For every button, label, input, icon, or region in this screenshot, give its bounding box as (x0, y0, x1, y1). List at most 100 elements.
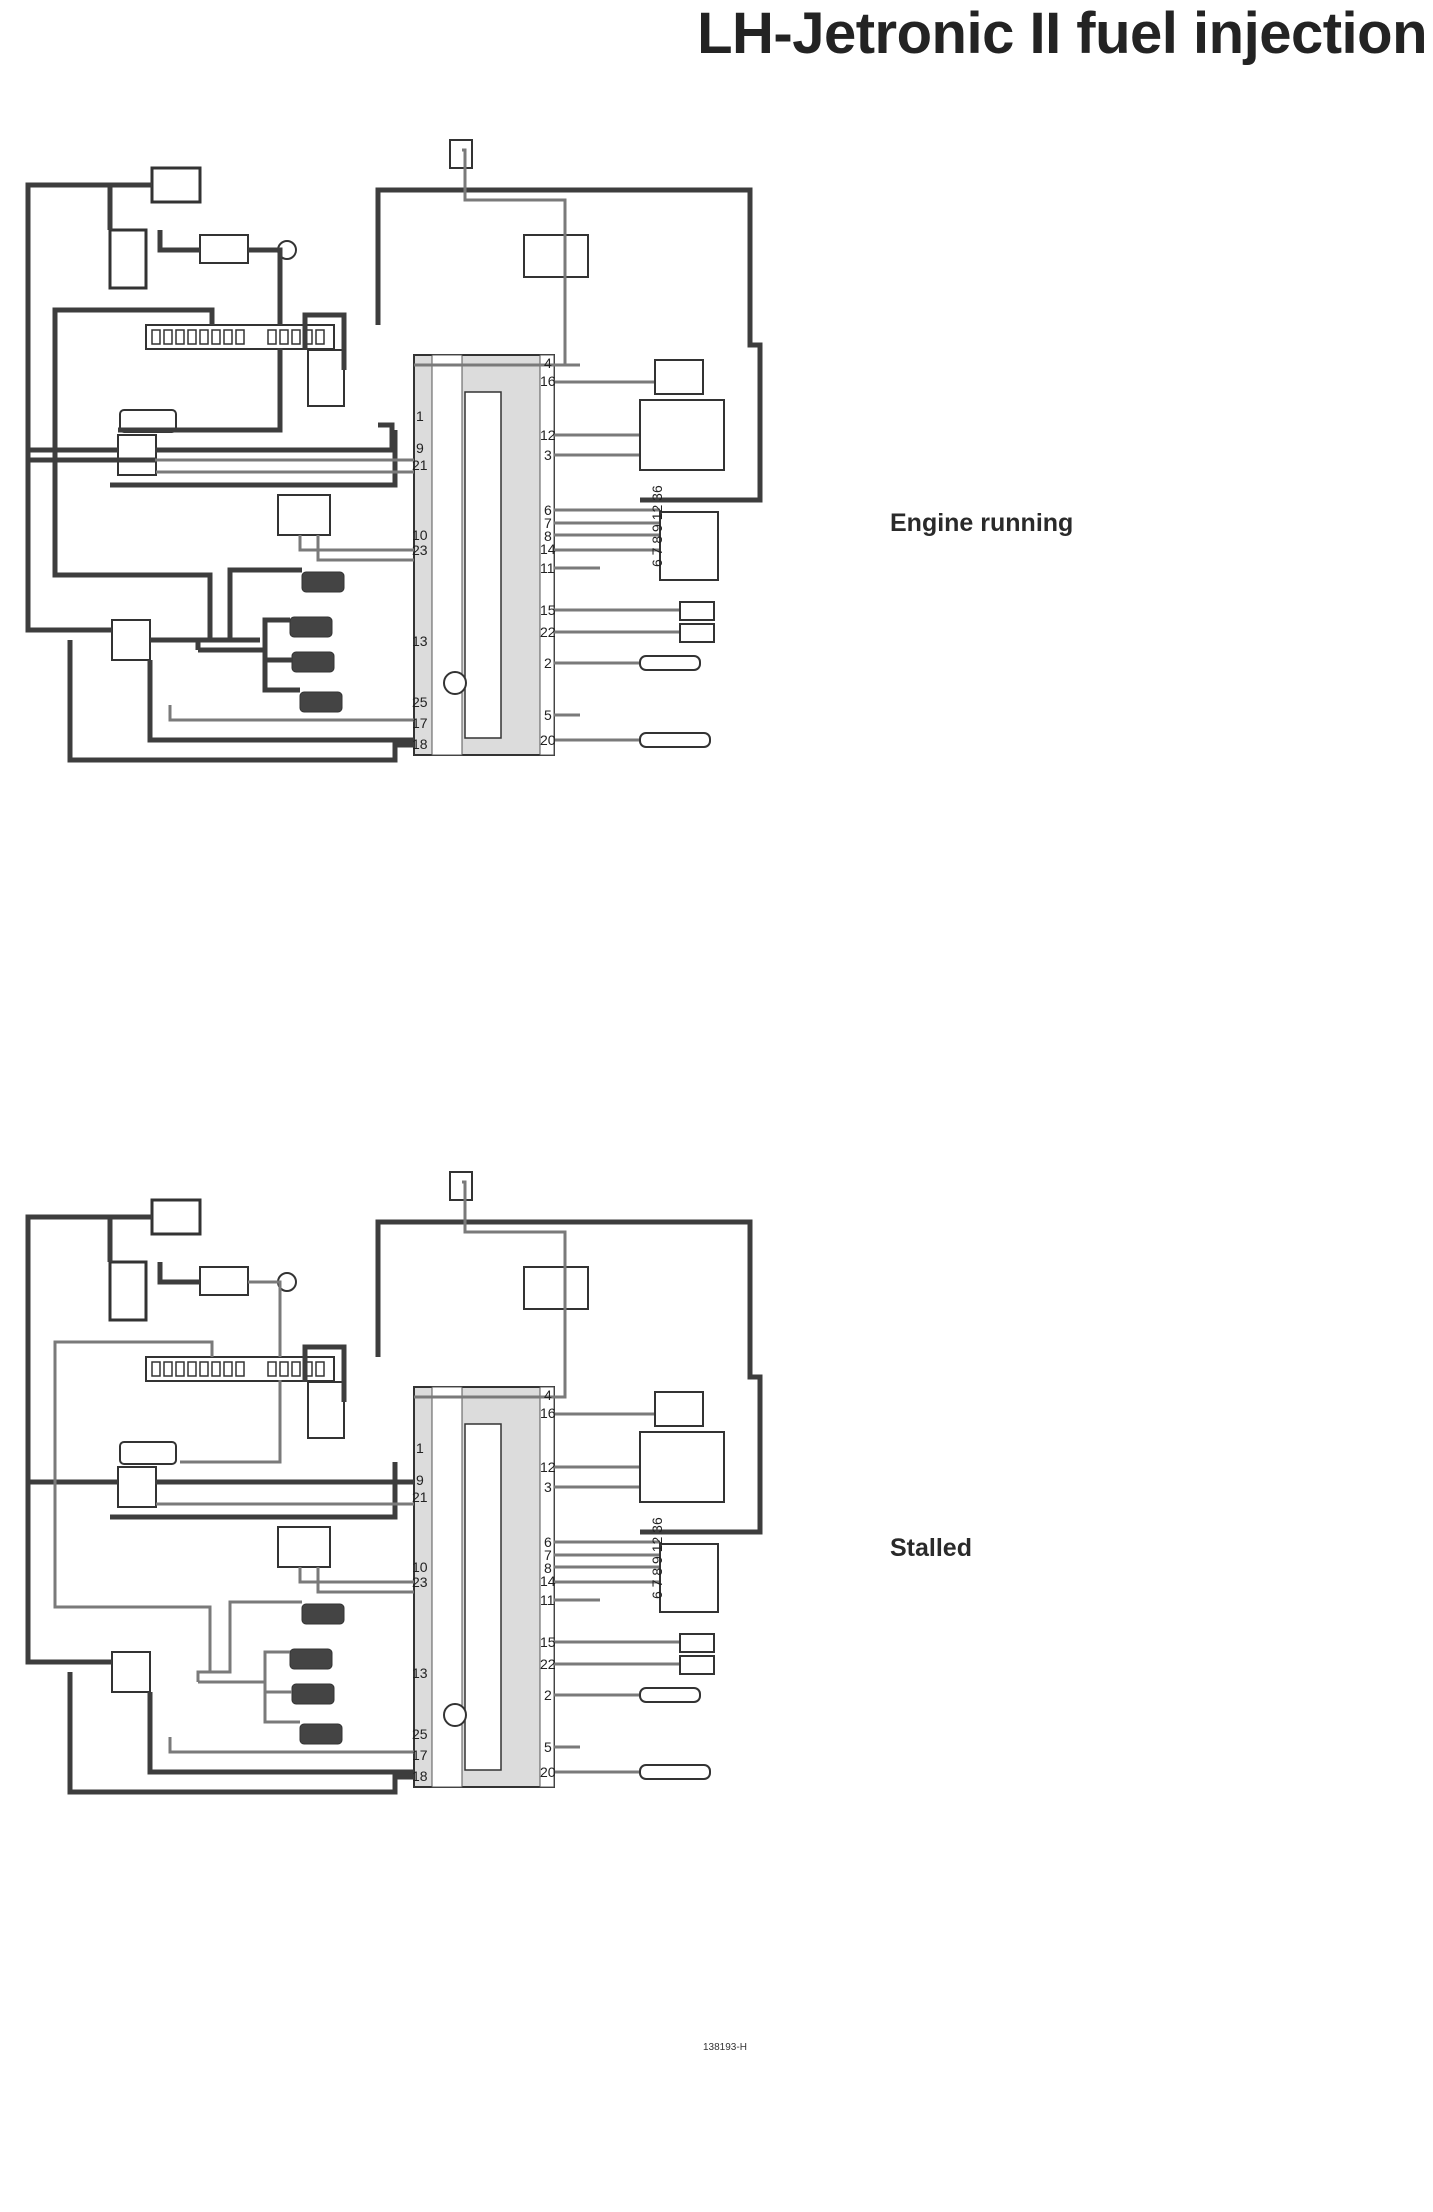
ecu-inner-right (539, 1386, 555, 1788)
injectors (289, 571, 345, 713)
pin-label: 9 (416, 1472, 424, 1488)
pin-label: 4 (544, 1387, 552, 1403)
pin-label: 14 (540, 1573, 556, 1589)
pin-label: 1 (416, 408, 424, 424)
pin-label: 2 (544, 655, 552, 671)
wiring-diagram-stalled: 6 7 8 9 12 36 1 9 21 10 23 13 25 17 18 4… (25, 1171, 763, 1795)
pin-label: 20 (540, 732, 556, 748)
speed-plug (679, 1655, 715, 1675)
system-relay (117, 434, 157, 476)
signal-wires (155, 148, 700, 742)
idle-valve (523, 1266, 589, 1310)
ignition-switch (150, 166, 202, 204)
diagram-body: 6 7 8 9 12 36 1 9 21 10 23 13 25 17 18 4… (25, 139, 763, 763)
pin-label: 12 (540, 427, 556, 443)
fuel-pump-relay (111, 619, 151, 661)
ignition-switch (150, 1198, 202, 1236)
pin-label: 4 (544, 355, 552, 371)
battery (108, 228, 148, 290)
fuse-row (151, 329, 325, 345)
ecu-inner-left (431, 1386, 463, 1788)
output-transistor (443, 1703, 467, 1727)
pin-label: 23 (412, 1574, 428, 1590)
ignition-coil (307, 349, 345, 407)
coolant-sensor (654, 1391, 704, 1427)
ecu-processor (464, 391, 502, 739)
tachometer-plug (679, 601, 715, 621)
temperature-sensor (639, 1687, 701, 1703)
pin-label: 23 (412, 542, 428, 558)
temperature-sensor (639, 655, 701, 671)
pin-label: 14 (540, 541, 556, 557)
fuel-wires (25, 182, 763, 763)
pin-label: 11 (540, 560, 555, 576)
pin-label: 18 (412, 1768, 428, 1784)
ignition-coil-relay (199, 1266, 249, 1296)
ecu-processor (464, 1423, 502, 1771)
pin-label: 3 (544, 1479, 552, 1495)
pin-label: 10 (412, 1559, 428, 1575)
pin-label: 25 (412, 694, 428, 710)
pin-label: 1 (416, 1440, 424, 1456)
coolant-sensor (654, 359, 704, 395)
pin-label: 16 (540, 373, 556, 389)
ignition-coil (307, 1381, 345, 1439)
pin-label: 8 (544, 1560, 552, 1576)
air-flow-meter (277, 494, 331, 536)
battery (108, 1260, 148, 1322)
pin-label: 5 (544, 707, 552, 723)
ignition-coil-relay (199, 234, 249, 264)
diagnostic-connector (659, 1543, 719, 1613)
pin-label: 3 (544, 447, 552, 463)
pin-label: 9 (416, 440, 424, 456)
air-mass-sensor-plug (449, 1171, 473, 1201)
lambda-sensor (639, 1764, 711, 1780)
throttle-switch (639, 1431, 725, 1503)
pin-label: 5 (544, 1739, 552, 1755)
air-mass-sensor-plug (449, 139, 473, 169)
pin-label: 22 (540, 1656, 556, 1672)
pin-label: 18 (412, 736, 428, 752)
ecu-pin-labels-right: 4 16 12 3 6 7 8 14 11 15 22 2 5 20 (540, 1387, 556, 1780)
injectors (289, 1603, 345, 1745)
pin-label: 13 (412, 1665, 428, 1681)
speed-plug (679, 623, 715, 643)
throttle-switch (639, 399, 725, 471)
pin-label: 6 (544, 502, 552, 518)
fuel-wires (25, 1214, 763, 1795)
ecu-pin-labels-right: 4 16 12 3 6 7 8 14 11 15 22 2 5 20 (540, 355, 556, 748)
pin-label: 11 (540, 1592, 555, 1608)
pin-label: 21 (412, 457, 428, 473)
pin-label: 7 (544, 1547, 552, 1563)
wiring-diagram-engine-running: 6 7 8 9 12 36 1 9 21 10 23 13 25 17 18 4… (25, 139, 763, 763)
system-relay (117, 1466, 157, 1508)
output-transistor (443, 671, 467, 695)
document-code: 138193-H (703, 2042, 747, 2053)
state-label-stalled: Stalled (890, 1534, 972, 1562)
fuse-row (151, 1361, 325, 1377)
page-title: LH-Jetronic II fuel injection (697, 1, 1427, 66)
diagram-body: 6 7 8 9 12 36 1 9 21 10 23 13 25 17 18 4… (25, 1171, 763, 1795)
ecu-inner-right (539, 354, 555, 756)
pin-label: 17 (412, 1747, 428, 1763)
signal-wires (53, 1180, 700, 1774)
diagnostic-connector (659, 511, 719, 581)
fuel-pump-relay (111, 1651, 151, 1693)
pin-label: 16 (540, 1405, 556, 1421)
diagnostic-connector-pins: 6 7 8 9 12 36 (649, 1517, 665, 1599)
pin-label: 2 (544, 1687, 552, 1703)
pin-label: 15 (540, 1634, 556, 1650)
lambda-sensor (639, 732, 711, 748)
fuel-pump (119, 1441, 177, 1465)
ecu-pin-labels-left: 1 9 21 10 23 13 25 17 18 (412, 1440, 428, 1784)
diagnostic-connector-pins: 6 7 8 9 12 36 (649, 485, 665, 567)
pin-label: 15 (540, 602, 556, 618)
pin-label: 22 (540, 624, 556, 640)
pin-label: 8 (544, 528, 552, 544)
pin-label: 25 (412, 1726, 428, 1742)
pin-label: 17 (412, 715, 428, 731)
ecu-inner-left (431, 354, 463, 756)
pin-label: 12 (540, 1459, 556, 1475)
pin-label: 21 (412, 1489, 428, 1505)
pin-label: 10 (412, 527, 428, 543)
